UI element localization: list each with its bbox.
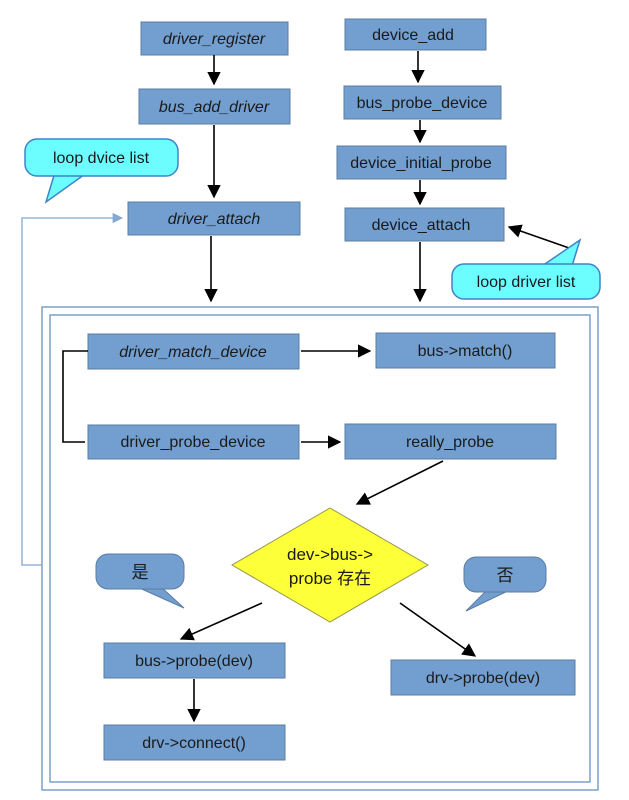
driver-match-device-label: driver_match_device [119, 344, 267, 361]
loop-device-callout-box [24, 138, 179, 177]
device-attach-label: device_attach [372, 217, 471, 234]
node-device-attach: device_attach [344, 207, 505, 242]
no-bubble-box [463, 556, 547, 593]
loop-device-list-line [21, 212, 124, 566]
device-attach-box [344, 207, 505, 242]
drv-connect-box [103, 724, 286, 761]
bus-match-label: bus->match() [418, 343, 513, 360]
node-really-probe: really_probe [344, 423, 557, 460]
loop-driver-callout-box [451, 263, 601, 300]
bubble-no: 否 [463, 556, 547, 612]
node-driver-register: driver_register [140, 21, 289, 56]
bus-probe-dev-box [103, 642, 286, 679]
decision-dev-bus-probe-exists: dev->bus-> probe 存在 [231, 507, 429, 623]
loop-driver-callout-label: loop driver list [477, 274, 576, 291]
drv-connect-label: drv->connect() [142, 735, 246, 752]
bus-probe-device-label: bus_probe_device [357, 95, 488, 112]
no-bubble-label: 否 [497, 566, 514, 585]
arrow-reallyProbe-to-decision [355, 460, 444, 505]
bubble-yes: 是 [95, 553, 185, 609]
arrow-decision-yes-to-busProbeDev [179, 602, 263, 641]
bus-probe-dev-label: bus->probe(dev) [135, 653, 253, 670]
node-bus-probe-device: bus_probe_device [343, 85, 502, 120]
device-initial-probe-label: device_initial_probe [350, 155, 492, 172]
loop-body-outer-box [41, 306, 599, 791]
device-initial-probe-box [336, 145, 507, 180]
callout-loop-driver-list: loop driver list [451, 238, 601, 300]
yes-bubble-label: 是 [132, 563, 149, 582]
really-probe-label: really_probe [406, 434, 494, 451]
driver-attach-label: driver_attach [168, 211, 261, 228]
decision-diamond [231, 507, 429, 623]
yes-bubble-box [95, 553, 185, 590]
node-device-initial-probe: device_initial_probe [336, 145, 507, 180]
device-add-label: device_add [372, 27, 454, 44]
bus-add-driver-label: bus_add_driver [159, 99, 270, 116]
node-bus-probe-dev: bus->probe(dev) [103, 642, 286, 679]
driver-register-box [140, 21, 289, 56]
loop-driver-callout-tail [539, 238, 582, 267]
loop-device-callout-label: loop dvice list [53, 150, 150, 167]
drv-probe-dev-box [390, 659, 576, 696]
loop-body-inner-box [49, 314, 591, 783]
decision-line1: dev->bus-> [287, 545, 373, 564]
driver-register-label: driver_register [163, 31, 266, 48]
node-bus-match: bus->match() [375, 332, 556, 369]
device-add-box [344, 18, 487, 51]
decision-line2: probe 存在 [289, 569, 371, 588]
bus-probe-device-box [343, 85, 502, 120]
node-device-add: device_add [344, 18, 487, 51]
node-driver-attach: driver_attach [127, 201, 301, 236]
really-probe-box [344, 423, 557, 460]
bracket-match-to-probe [62, 350, 88, 443]
arrow-decision-no-to-drvProbeDev [399, 602, 477, 657]
callout-loop-device-list: loop dvice list [24, 138, 179, 204]
driver-attach-box [127, 201, 301, 236]
node-drv-probe-dev: drv->probe(dev) [390, 659, 576, 696]
driver-probe-device-label: driver_probe_device [121, 434, 266, 451]
node-driver-probe-device: driver_probe_device [87, 424, 300, 460]
loop-driver-list-line [507, 224, 573, 250]
node-drv-connect: drv->connect() [103, 724, 286, 761]
bus-add-driver-box [138, 88, 291, 125]
bus-match-box [375, 332, 556, 369]
drv-probe-dev-label: drv->probe(dev) [426, 670, 540, 687]
node-bus-add-driver: bus_add_driver [138, 88, 291, 125]
node-driver-match-device: driver_match_device [87, 333, 300, 370]
driver-probe-device-box [87, 424, 300, 460]
driver-match-device-box [87, 333, 300, 370]
